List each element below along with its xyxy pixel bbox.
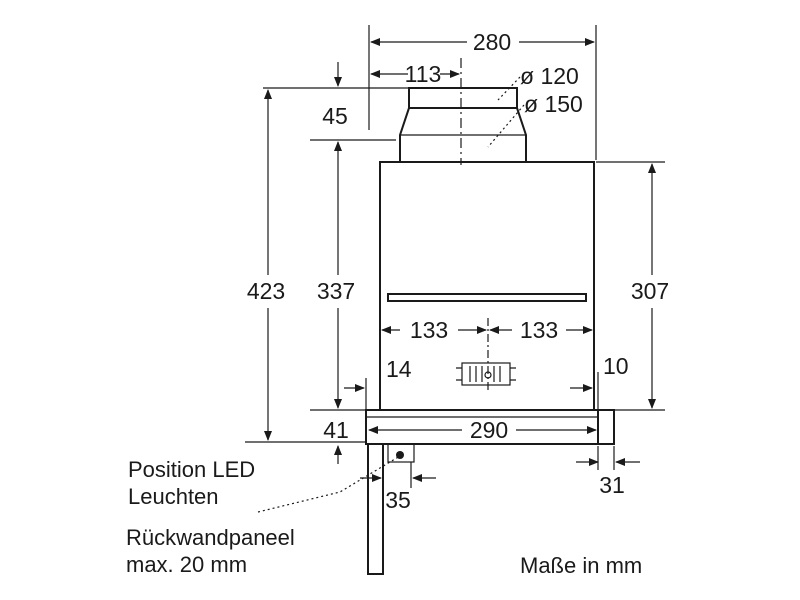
dim-113: 113 bbox=[405, 61, 442, 87]
dim-337: 337 bbox=[317, 278, 355, 304]
back-panel-max-label: max. 20 mm bbox=[126, 552, 247, 577]
back-wall-panel bbox=[367, 443, 415, 575]
led-position-label: Position LED bbox=[128, 457, 255, 482]
dim-290: 290 bbox=[470, 417, 508, 443]
dim-35: 35 bbox=[385, 487, 411, 513]
dim-133-left: 133 bbox=[410, 317, 448, 343]
bottom-panel bbox=[365, 409, 615, 445]
dim-diameter-120: ø 120 bbox=[520, 63, 579, 89]
dim-45: 45 bbox=[322, 103, 348, 129]
dim-10: 10 bbox=[603, 353, 629, 379]
dim-423: 423 bbox=[247, 278, 285, 304]
dim-diameter-150: ø 150 bbox=[524, 91, 583, 117]
dim-31: 31 bbox=[599, 472, 625, 498]
hood-body bbox=[379, 161, 595, 411]
fan-module-icon bbox=[456, 362, 516, 386]
dim-41: 41 bbox=[323, 417, 349, 443]
dim-133-right: 133 bbox=[520, 317, 558, 343]
dim-307: 307 bbox=[631, 278, 669, 304]
duct-collar bbox=[399, 58, 527, 390]
units-note: Maße in mm bbox=[520, 553, 642, 578]
back-panel-label: Rückwandpaneel bbox=[126, 525, 295, 550]
dim-280: 280 bbox=[473, 29, 511, 55]
led-light-icon bbox=[396, 451, 404, 459]
dim-14: 14 bbox=[386, 356, 412, 382]
led-lights-label: Leuchten bbox=[128, 484, 219, 509]
